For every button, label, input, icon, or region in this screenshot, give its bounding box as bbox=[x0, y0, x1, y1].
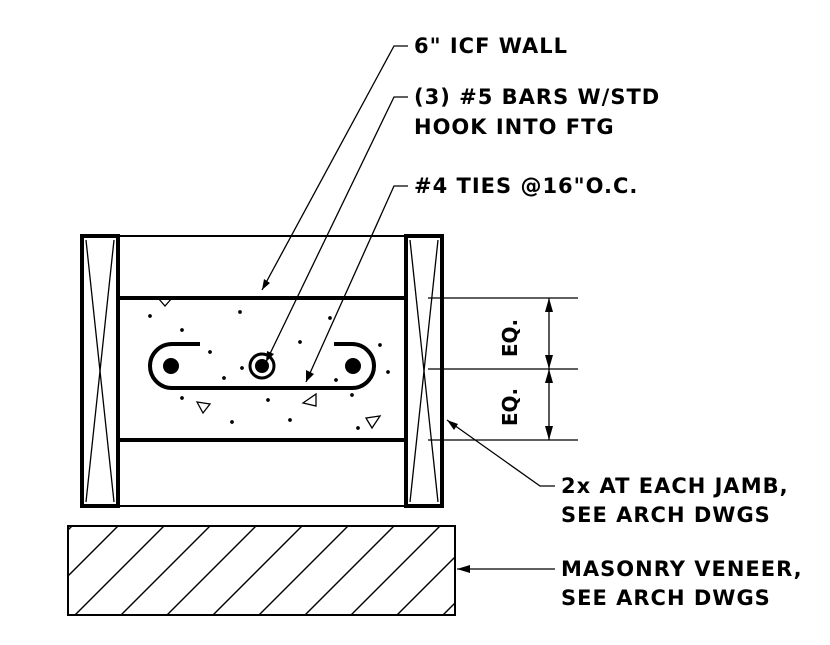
icf-foam-bottom bbox=[117, 439, 407, 507]
dimension-lower: EQ. bbox=[498, 388, 522, 426]
label-bars-line1: (3) #5 BARS W/STD bbox=[414, 85, 660, 109]
leader-bars bbox=[265, 96, 408, 363]
rebar-left bbox=[163, 358, 179, 374]
dimension-upper: EQ. bbox=[498, 319, 522, 357]
right-jamb bbox=[404, 234, 444, 508]
leader-icf-wall bbox=[261, 45, 408, 291]
masonry-veneer bbox=[67, 525, 456, 616]
rebar-right bbox=[345, 358, 361, 374]
leader-jamb bbox=[446, 419, 555, 487]
label-bars-line2: HOOK INTO FTG bbox=[414, 115, 615, 139]
left-jamb bbox=[80, 234, 120, 508]
label-ties: #4 TIES @16"O.C. bbox=[414, 174, 638, 198]
label-icf-wall: 6" ICF WALL bbox=[414, 34, 568, 58]
label-veneer-line2: SEE ARCH DWGS bbox=[561, 586, 771, 610]
leader-ties bbox=[305, 185, 408, 383]
tie-stirrup bbox=[148, 342, 376, 390]
dimension-lines bbox=[428, 297, 578, 441]
label-veneer-line1: MASONRY VENEER, bbox=[561, 557, 803, 581]
leader-veneer bbox=[457, 565, 555, 573]
label-jamb-line1: 2x AT EACH JAMB, bbox=[561, 474, 789, 498]
label-jamb-line2: SEE ARCH DWGS bbox=[561, 503, 771, 527]
aggregate-marks bbox=[148, 297, 390, 430]
